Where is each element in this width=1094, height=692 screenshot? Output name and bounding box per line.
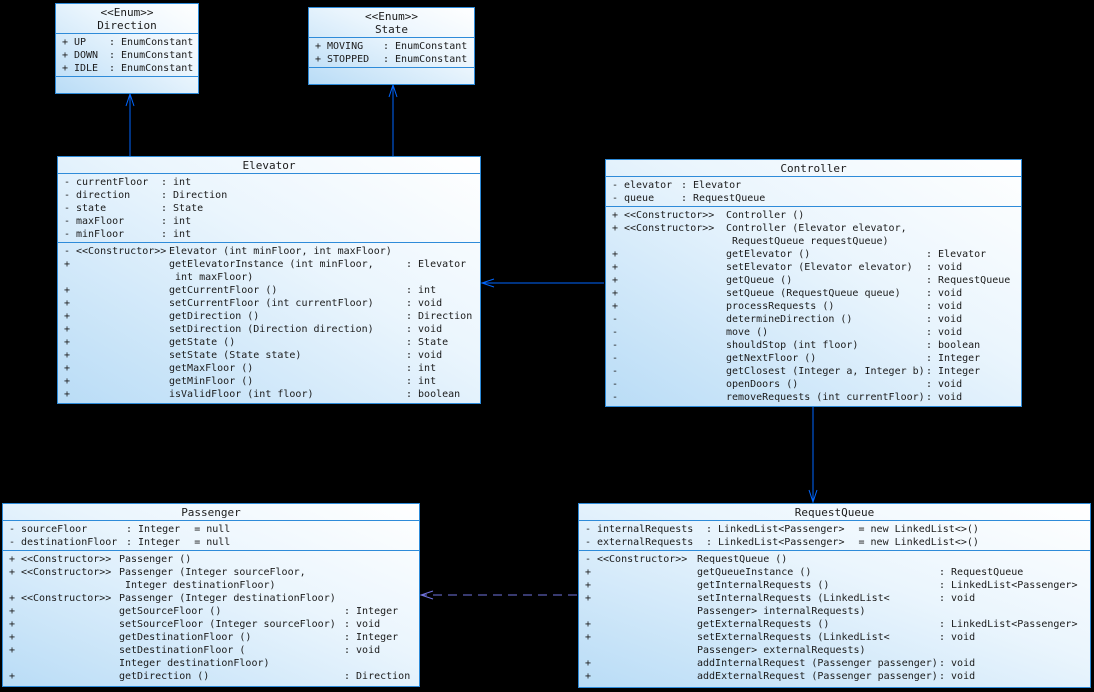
method-row: +getMaxFloor (): int [64,363,437,374]
method-row: +getInternalRequests (): LinkedList<Pass… [585,580,1078,591]
method-row: -<<Constructor>>Elevator (int minFloor, … [64,246,392,257]
method-row: +setInternalRequests (LinkedList< Passen… [585,593,976,617]
attribute-row: -state: State [64,203,204,214]
attribute-row: -minFloor: int [64,229,192,240]
association-elevator-direction[interactable] [125,92,135,156]
method-row: +getDirection (): Direction [64,311,473,322]
class-stereotype: <<Enum>> [365,10,418,23]
methods-compartment: -<<Constructor>>Elevator (int minFloor, … [58,242,480,403]
method-row: +getElevator (): Elevator [612,249,987,260]
class-box-passenger[interactable]: Passenger -sourceFloor: Integer= null -de… [2,503,420,687]
method-row: +setExternalRequests (LinkedList< Passen… [585,632,976,656]
method-row: +getElevatorInstance (int minFloor, int … [64,259,467,283]
attributes-compartment: +MOVING: EnumConstant +STOPPED: EnumConst… [309,37,474,67]
attribute-row: -sourceFloor: Integer= null [9,524,231,535]
attribute-row: +UP: EnumConstant [62,37,194,48]
attribute-row: +IDLE: EnumConstant [62,63,194,74]
method-row: +getQueueInstance (): RequestQueue [585,567,1024,578]
method-row: +<<Constructor>>Controller () [612,210,805,221]
method-row: +isValidFloor (int floor): boolean [64,389,461,400]
method-row: +getDirection (): Direction [9,671,411,682]
class-title: Controller [606,160,1021,176]
method-row: +getCurrentFloor (): int [64,285,437,296]
class-name: Elevator [242,159,296,172]
method-row: +getMinFloor (): int [64,376,437,387]
method-row: +addExternalRequest (Passenger passenger… [585,671,976,682]
association-controller-elevator[interactable] [480,278,604,288]
attribute-row: -internalRequests: LinkedList<Passenger>… [585,524,979,535]
methods-compartment: -<<Constructor>>RequestQueue () +getQueue… [579,550,1090,687]
method-row: -determineDirection (): void [612,314,963,325]
method-row: +setDestinationFloor ( Integer destinati… [9,645,381,669]
method-row: -openDoors (): void [612,379,963,390]
attributes-compartment: -internalRequests: LinkedList<Passenger>… [579,520,1090,550]
class-name: RequestQueue [794,506,875,519]
method-row: +processRequests (): void [612,301,963,312]
attributes-compartment: -currentFloor: int -direction: Direction -… [58,173,480,242]
class-box-elevator[interactable]: Elevator -currentFloor: int -direction: D… [57,156,481,404]
methods-compartment: +<<Constructor>>Controller () +<<Construc… [606,206,1021,406]
method-row: +<<Constructor>>Passenger (Integer desti… [9,593,336,604]
method-row: +getQueue (): RequestQueue [612,275,1011,286]
method-row: +setElevator (Elevator elevator): void [612,262,963,273]
method-row: +<<Constructor>>Passenger (Integer sourc… [9,567,306,591]
attribute-row: +DOWN: EnumConstant [62,50,194,61]
class-name: Controller [780,162,847,175]
attribute-row: +STOPPED: EnumConstant [315,54,468,65]
method-row: -removeRequests (int currentFloor): void [612,392,963,403]
association-elevator-state[interactable] [388,83,398,156]
method-row: -<<Constructor>>RequestQueue () [585,554,788,565]
method-row: +getState (): State [64,337,449,348]
method-row: +setDirection (Direction direction): voi… [64,324,443,335]
class-name: Passenger [181,506,241,519]
class-stereotype: <<Enum>> [100,6,154,19]
class-name: Direction [97,19,157,32]
method-row: -getNextFloor (): Integer [612,353,981,364]
attribute-row: -queue: RequestQueue [612,193,766,204]
association-controller-requestqueue[interactable] [808,407,818,504]
method-row: -shouldStop (int floor): boolean [612,340,981,351]
class-box-direction[interactable]: <<Enum>> Direction +UP: EnumConstant +DOW… [55,3,199,94]
method-row: +setCurrentFloor (int currentFloor): voi… [64,298,443,309]
methods-compartment [56,76,198,93]
attribute-row: -elevator: Elevator [612,180,742,191]
class-title: Elevator [58,157,480,173]
attributes-compartment: +UP: EnumConstant +DOWN: EnumConstant +IDL… [56,33,198,76]
attributes-compartment: -sourceFloor: Integer= null -destinationF… [3,520,419,550]
class-name: State [374,23,409,36]
class-title: <<Enum>> Direction [56,4,198,33]
class-title: RequestQueue [579,504,1090,520]
class-title: Passenger [3,504,419,520]
attribute-row: +MOVING: EnumConstant [315,41,468,52]
attribute-row: -destinationFloor: Integer= null [9,537,231,548]
attribute-row: -direction: Direction [64,190,228,201]
methods-compartment: +<<Constructor>>Passenger () +<<Construct… [3,550,419,686]
method-row: +setQueue (RequestQueue queue): void [612,288,963,299]
class-box-requestqueue[interactable]: RequestQueue -internalRequests: LinkedLi… [578,503,1091,688]
attribute-row: -externalRequests: LinkedList<Passenger>… [585,537,979,548]
class-box-controller[interactable]: Controller -elevator: Elevator -queue: Re… [605,159,1022,407]
method-row: +<<Constructor>>Passenger () [9,554,192,565]
method-row: +getExternalRequests (): LinkedList<Pass… [585,619,1078,630]
method-row: +setState (State state): void [64,350,443,361]
dependency-requestqueue-passenger[interactable] [419,590,577,600]
methods-compartment [309,67,474,84]
class-title: <<Enum>> State [309,8,474,37]
attribute-row: -currentFloor: int [64,177,192,188]
method-row: +<<Constructor>>Controller (Elevator ele… [612,223,907,247]
method-row: +setSourceFloor (Integer sourceFloor): v… [9,619,381,630]
attribute-row: -maxFloor: int [64,216,192,227]
method-row: +getSourceFloor (): Integer [9,606,399,617]
method-row: +getDestinationFloor (): Integer [9,632,399,643]
method-row: +addInternalRequest (Passenger passenger… [585,658,976,669]
method-row: -move (): void [612,327,963,338]
attributes-compartment: -elevator: Elevator -queue: RequestQueue [606,176,1021,206]
method-row: -getClosest (Integer a, Integer b): Inte… [612,366,981,377]
class-box-state[interactable]: <<Enum>> State +MOVING: EnumConstant +STO… [308,7,475,85]
